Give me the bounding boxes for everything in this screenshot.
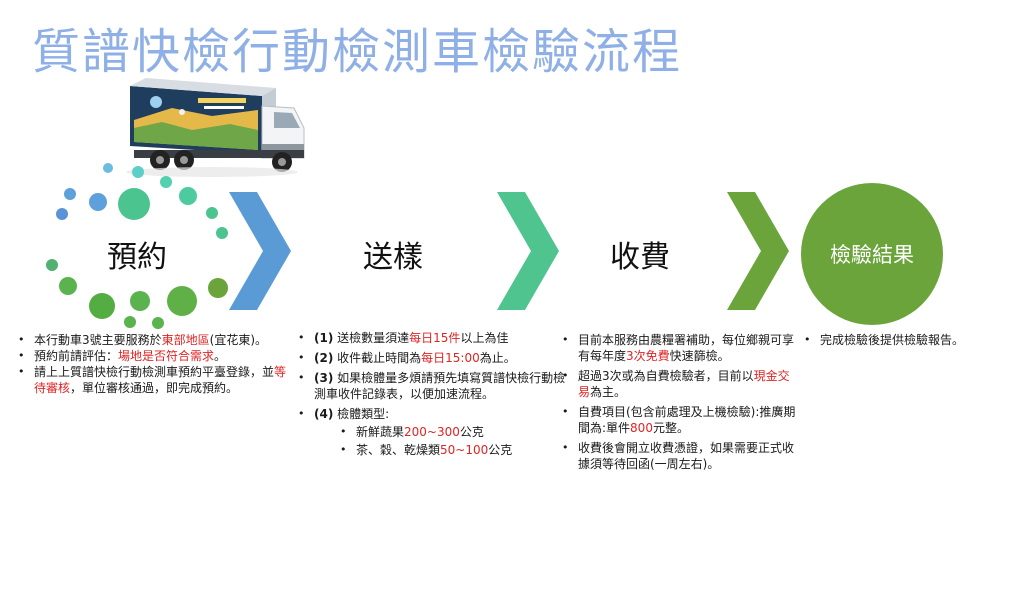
- list-item: (2) 收件截止時間為每日15:00為止。: [298, 350, 572, 366]
- list-item: (3) 如果檢體量多煩請預先填寫質譜快檢行動檢測車收件記錄表，以便加速流程。: [298, 370, 572, 402]
- result-notes: 完成檢驗後提供檢驗報告。: [802, 332, 1024, 348]
- list-item: 收費後會開立收費憑證，如果需要正式收據須等待回函(一周左右)。: [562, 440, 800, 472]
- list-item: 新鮮蔬果200~300公克: [340, 424, 572, 440]
- fee-notes: 目前本服務由農糧署補助，每位鄉親可享有每年度3次免費快速篩檢。 超過3次或為自費…: [560, 332, 800, 476]
- list-item: 茶、穀、乾燥類50~100公克: [340, 442, 572, 458]
- step-label-sample: 送樣: [363, 240, 423, 275]
- list-item: 請上上質譜快檢行動檢測車預約平臺登錄，並等待審核，單位審核通過，即完成預約。: [18, 364, 296, 396]
- list-item: 自費項目(包含前處理及上機檢驗):推廣期間為:單件800元整。: [562, 404, 800, 436]
- sample-notes: (1) 送檢數量須達每日15件以上為佳 (2) 收件截止時間為每日15:00為止…: [296, 330, 572, 462]
- step-label-reservation: 預約: [107, 240, 167, 275]
- chevron-arrow-icon: [497, 192, 559, 310]
- chevron-arrow-icon: [727, 192, 789, 310]
- list-item: 本行動車3號主要服務於東部地區(宜花東)。: [18, 332, 296, 348]
- reservation-notes: 本行動車3號主要服務於東部地區(宜花東)。 預約前請評估：場地是否符合需求。 請…: [16, 332, 296, 396]
- list-item: (1) 送檢數量須達每日15件以上為佳: [298, 330, 572, 346]
- step-label-result: 檢驗結果: [830, 243, 914, 267]
- step-label-fee: 收費: [610, 240, 670, 275]
- dot-swirl-decoration: [46, 163, 228, 329]
- list-item: (4) 檢體類型: 新鮮蔬果200~300公克 茶、穀、乾燥類50~100公克: [298, 406, 572, 458]
- page-title: 質譜快檢行動檢測車檢驗流程: [32, 24, 683, 80]
- result-circle: 檢驗結果: [801, 183, 943, 325]
- truck-illustration: [126, 78, 305, 177]
- list-item: 完成檢驗後提供檢驗報告。: [804, 332, 1024, 348]
- list-item: 超過3次或為自費檢驗者，目前以現金交易為主。: [562, 368, 800, 400]
- chevron-arrow-icon: [229, 192, 291, 310]
- sample-type-list: 新鮮蔬果200~300公克 茶、穀、乾燥類50~100公克: [314, 424, 572, 458]
- list-item: 預約前請評估：場地是否符合需求。: [18, 348, 296, 364]
- list-item: 目前本服務由農糧署補助，每位鄉親可享有每年度3次免費快速篩檢。: [562, 332, 800, 364]
